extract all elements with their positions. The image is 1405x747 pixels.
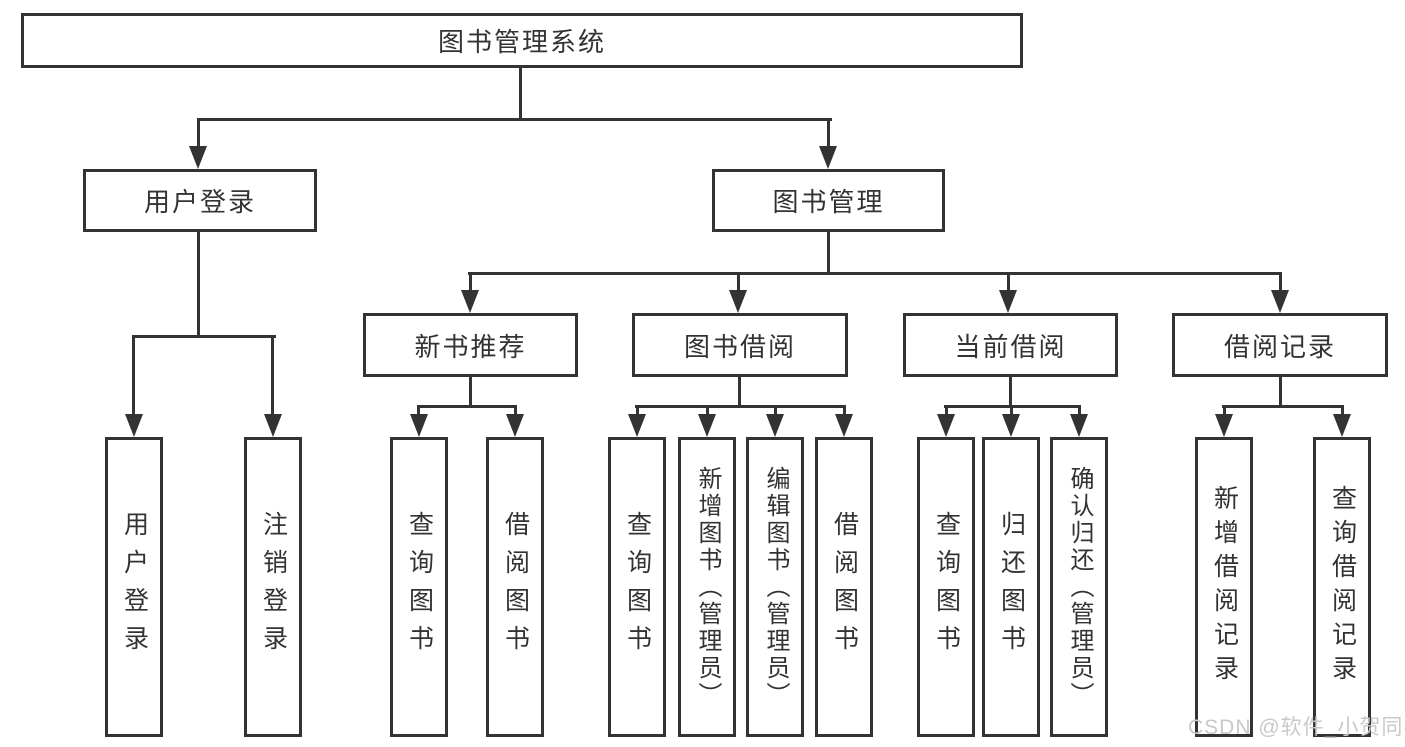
arrowhead-down (506, 414, 524, 437)
connector-line (636, 405, 639, 419)
connector-line (738, 377, 741, 407)
leaf-query-books-current: 查询图书 (917, 437, 975, 737)
arrowhead-down (1070, 414, 1088, 437)
leaf-label: 新增借阅记录 (1210, 485, 1239, 689)
arrowhead-down (264, 414, 282, 437)
connector-line (132, 335, 276, 338)
leaf-label: 新增图书（管理员） (694, 465, 721, 709)
leaf-query-books-recommend: 查询图书 (390, 437, 448, 737)
leaf-confirm-return-admin: 确认归还（管理员） (1050, 437, 1108, 737)
connector-line (1222, 405, 1344, 408)
connector-line (417, 405, 517, 408)
connector-line (827, 232, 830, 275)
node-book-management: 图书管理 (712, 169, 945, 232)
connector-line (635, 405, 846, 408)
node-borrowing-records: 借阅记录 (1172, 313, 1388, 377)
arrowhead-down (698, 414, 716, 437)
leaf-label: 查询借阅记录 (1328, 485, 1357, 689)
leaf-logout: 注销登录 (244, 437, 302, 737)
connector-line (197, 118, 200, 150)
leaf-edit-books-admin: 编辑图书（管理员） (746, 437, 804, 737)
arrowhead-down (1271, 290, 1289, 313)
leaf-query-borrow-record: 查询借阅记录 (1313, 437, 1371, 737)
connector-line (197, 232, 200, 338)
node-label: 用户登录 (143, 187, 256, 217)
node-label: 借阅记录 (1223, 331, 1336, 362)
connector-line (1279, 272, 1282, 294)
node-book-borrowing: 图书借阅 (632, 313, 848, 377)
leaf-label: 查询图书 (623, 511, 652, 663)
connector-line (1078, 405, 1081, 419)
arrowhead-down (410, 414, 428, 437)
connector-line (514, 405, 517, 419)
connector-line (1009, 377, 1012, 407)
arrowhead-down (628, 414, 646, 437)
node-library-management-system: 图书管理系统 (21, 13, 1023, 68)
node-label: 当前借阅 (954, 331, 1067, 362)
leaf-label: 借阅图书 (830, 511, 859, 663)
leaf-label: 确认归还（管理员） (1066, 465, 1093, 709)
leaf-label: 归还图书 (997, 511, 1026, 663)
arrowhead-down (1002, 414, 1020, 437)
node-new-book-recommendation: 新书推荐 (363, 313, 578, 377)
arrowhead-down (819, 146, 837, 169)
connector-line (519, 68, 522, 121)
csdn-watermark: CSDN @软件_小贺同学 (1188, 716, 1405, 739)
node-label: 图书管理 (772, 187, 885, 217)
arrowhead-down (125, 414, 143, 437)
leaf-label: 查询图书 (932, 511, 961, 663)
connector-line (1223, 405, 1226, 419)
leaf-borrow-books: 借阅图书 (815, 437, 873, 737)
arrowhead-down (835, 414, 853, 437)
connector-line (1279, 377, 1282, 407)
leaf-user-login: 用户登录 (105, 437, 163, 737)
leaf-return-books: 归还图书 (982, 437, 1040, 737)
leaf-borrow-books-recommend: 借阅图书 (486, 437, 544, 737)
connector-line (469, 272, 472, 294)
connector-line (197, 118, 832, 121)
node-label: 图书管理系统 (437, 27, 606, 57)
arrowhead-down (729, 290, 747, 313)
leaf-label: 借阅图书 (501, 511, 530, 663)
leaf-label: 用户登录 (120, 511, 149, 663)
node-label: 图书借阅 (683, 331, 796, 362)
leaf-add-borrow-record: 新增借阅记录 (1195, 437, 1253, 737)
leaf-label: 编辑图书（管理员） (762, 465, 789, 709)
node-label: 新书推荐 (414, 331, 527, 362)
leaf-label: 注销登录 (259, 511, 288, 663)
connector-line (468, 272, 1282, 275)
arrowhead-down (766, 414, 784, 437)
connector-line (1010, 405, 1013, 419)
node-user-login: 用户登录 (83, 169, 317, 232)
connector-line (417, 405, 420, 419)
arrowhead-down (461, 290, 479, 313)
connector-line (132, 335, 135, 417)
connector-line (271, 335, 274, 417)
connector-line (469, 377, 472, 407)
connector-line (843, 405, 846, 419)
arrowhead-down (1333, 414, 1351, 437)
connector-line (1007, 272, 1010, 294)
connector-line (737, 272, 740, 294)
node-current-borrowing: 当前借阅 (903, 313, 1118, 377)
arrowhead-down (937, 414, 955, 437)
arrowhead-down (999, 290, 1017, 313)
connector-line (774, 405, 777, 419)
arrowhead-down (1215, 414, 1233, 437)
connector-line (706, 405, 709, 419)
arrowhead-down (189, 146, 207, 169)
leaf-label: 查询图书 (405, 511, 434, 663)
leaf-add-books-admin: 新增图书（管理员） (678, 437, 736, 737)
connector-line (1341, 405, 1344, 419)
connector-line (827, 118, 830, 150)
leaf-query-books-borrow: 查询图书 (608, 437, 666, 737)
connector-line (945, 405, 948, 419)
